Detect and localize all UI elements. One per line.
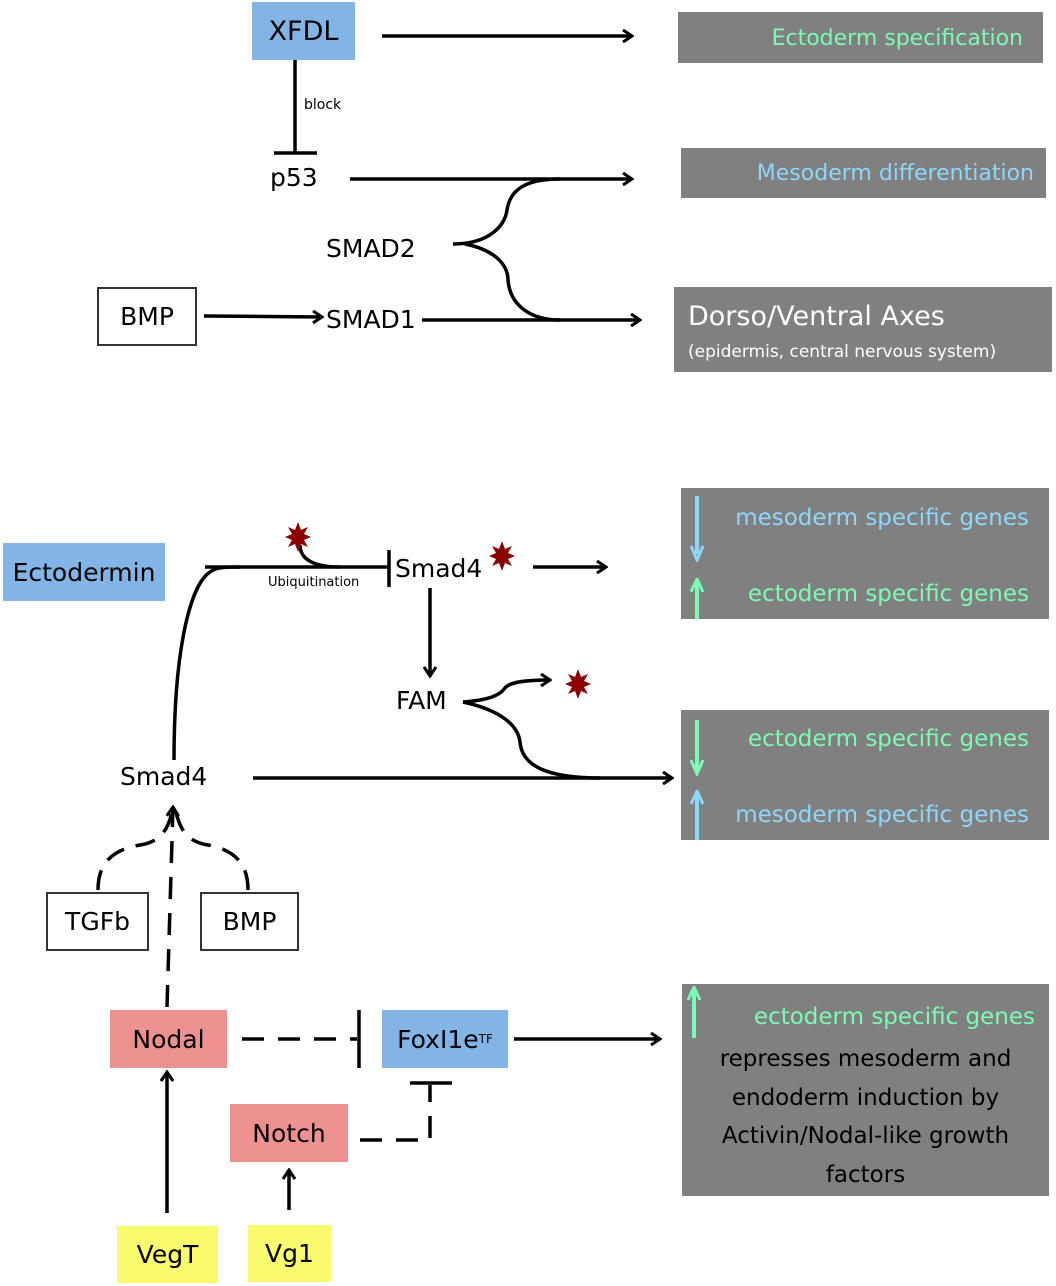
edge-label-block: block	[304, 97, 342, 113]
edge-nodal-to-smad4	[165, 807, 173, 1008]
edge-fam-to-box2	[462, 700, 601, 780]
edge-label-ubiquitination: Ubiquitination	[268, 575, 360, 590]
node-smad2: SMAD2	[326, 234, 416, 263]
outcome-dorso-ventral-axes: Dorso/Ventral Axes (epidermis, central n…	[674, 287, 1052, 372]
edge-smad2-brace-lower	[464, 242, 561, 322]
node-smad1: SMAD1	[326, 305, 416, 334]
down-arrow-icon	[690, 720, 704, 776]
outcome-text: Mesoderm differentiation	[756, 161, 1034, 186]
node-ectodermin: Ectodermin	[3, 543, 165, 601]
outcome-text: Ectoderm specification	[771, 26, 1023, 51]
outcome-subtitle: (epidermis, central nervous system)	[688, 342, 997, 362]
outcome-description: represses mesoderm and endoderm inductio…	[682, 1040, 1049, 1194]
node-smad4: Smad4	[120, 762, 208, 791]
edge-bmp-to-smad4	[174, 811, 250, 891]
edge-notch-inhibits-foxi1e	[360, 1085, 432, 1142]
description-line: endoderm induction by	[731, 1084, 1000, 1111]
outcome-line-ectoderm-up: ectoderm specific genes	[753, 1004, 1035, 1030]
ubiquitin-star-icon	[565, 669, 591, 699]
outcome-line-ectoderm-up: ectoderm specific genes	[747, 581, 1029, 607]
node-tgfb: TGFb	[46, 892, 149, 951]
outcome-line-ectoderm-down: ectoderm specific genes	[747, 726, 1029, 752]
node-foxi1e-label: FoxI1e	[397, 1024, 479, 1054]
node-notch: Notch	[230, 1104, 348, 1162]
ubiquitin-branch	[298, 544, 341, 569]
node-p53: p53	[270, 163, 318, 192]
node-fam: FAM	[396, 686, 447, 715]
edge-bmp-to-smad1	[203, 316, 322, 317]
outcome-box-1: mesoderm specific genes ectoderm specifi…	[681, 488, 1049, 619]
outcome-line-mesoderm-down: mesoderm specific genes	[735, 505, 1029, 531]
node-xfdl: XFDL	[252, 2, 355, 60]
up-arrow-icon	[687, 986, 701, 1038]
edge-fam-to-ubiquitin	[462, 680, 550, 704]
outcome-title: Dorso/Ventral Axes	[688, 301, 945, 332]
outcome-line-mesoderm-up: mesoderm specific genes	[735, 802, 1029, 828]
down-arrow-icon	[690, 496, 704, 562]
node-foxi1e-subscript: TF	[478, 1032, 493, 1046]
node-vg1: Vg1	[248, 1225, 331, 1282]
outcome-mesoderm-differentiation: Mesoderm differentiation	[681, 148, 1046, 198]
edge-smad2-brace	[452, 177, 561, 246]
node-bmp-bottom: BMP	[200, 892, 299, 951]
outcome-box-2: ectoderm specific genes mesoderm specifi…	[681, 710, 1049, 840]
outcome-ectoderm-specification: Ectoderm specification	[678, 12, 1043, 63]
description-line: factors	[825, 1161, 906, 1188]
ubiquitin-star-icon	[489, 541, 515, 571]
edge-smad4-to-ectodermin	[172, 565, 241, 761]
outcome-box-3: ectoderm specific genes represses mesode…	[682, 984, 1049, 1196]
up-arrow-icon	[690, 578, 704, 619]
description-line: Activin/Nodal-like growth	[721, 1123, 1010, 1149]
node-nodal: Nodal	[110, 1010, 227, 1068]
ubiquitin-star-icon	[285, 522, 311, 552]
up-arrow-icon	[690, 790, 704, 840]
node-smad4-ubiquitinated: Smad4	[395, 554, 483, 583]
description-line: represses mesoderm and	[719, 1046, 1012, 1072]
node-bmp-top: BMP	[97, 287, 197, 346]
edge-tgfb-to-smad4	[96, 811, 174, 891]
node-vegt: VegT	[117, 1226, 218, 1283]
